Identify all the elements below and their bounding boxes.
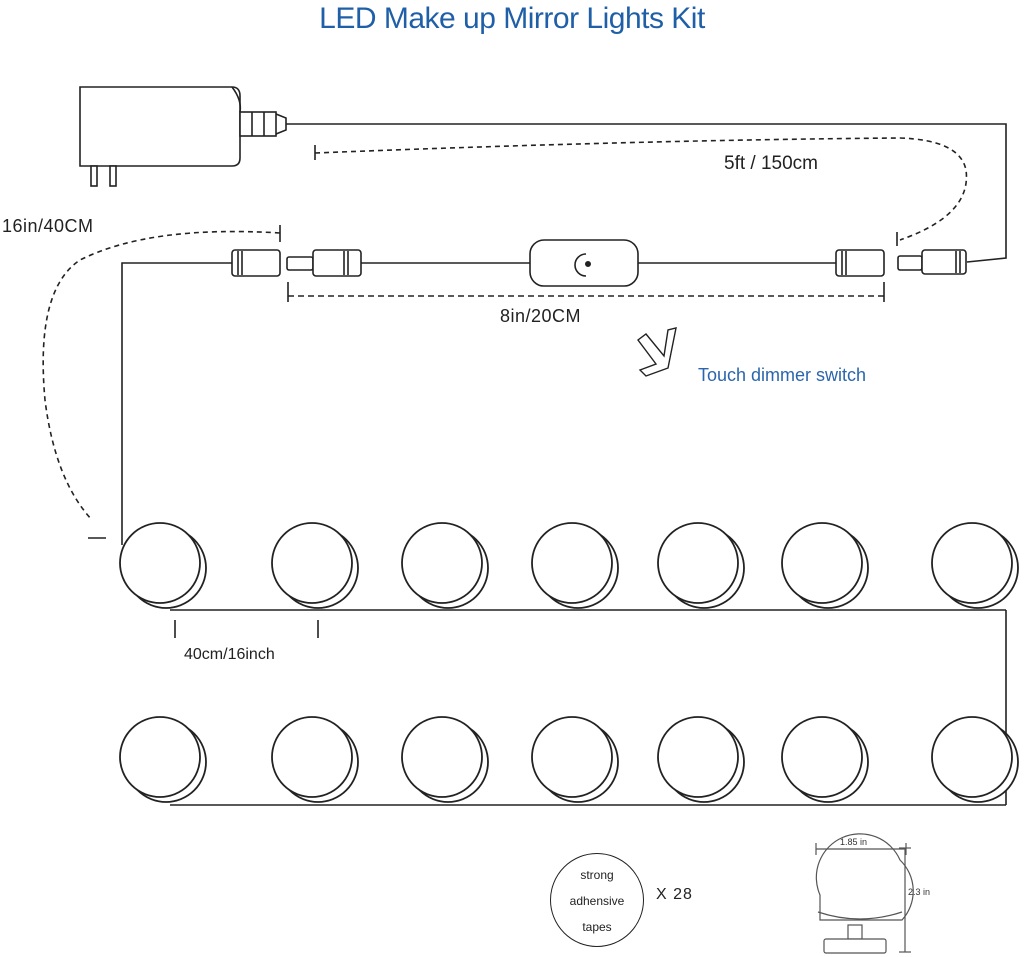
tape-label-line1: strong [580, 868, 614, 882]
connector-right-male [897, 249, 967, 275]
bulb-icon [531, 716, 619, 803]
bulb-array [119, 522, 1019, 803]
bulb-icon [271, 522, 359, 609]
bulb-icon [119, 716, 207, 803]
bulb-dimension-sketch [815, 833, 914, 954]
bulb-icon [119, 522, 207, 609]
connector-left-female [231, 249, 281, 277]
touch-switch-label: Touch dimmer switch [698, 365, 867, 385]
bulb-icon [781, 716, 869, 803]
bulb-icon [401, 522, 489, 609]
main-cable [286, 123, 1007, 263]
bulb-icon [531, 522, 619, 609]
bulb-height-label: 2.3 in [908, 887, 931, 897]
bulb-icon [401, 716, 489, 803]
cable-length-label: 5ft / 150cm [724, 153, 818, 174]
power-adapter [79, 86, 287, 187]
bulb-icon [271, 716, 359, 803]
extension-length-label: 16in/40CM [2, 216, 94, 236]
diagram-title: LED Make up Mirror Lights Kit [319, 2, 705, 35]
bulb-icon [931, 522, 1019, 609]
connector-left-male [286, 249, 362, 277]
bulb-icon [657, 522, 745, 609]
touch-dimmer-switch [529, 239, 639, 287]
adhesive-tape-icon: strong adhensive tapes [550, 853, 644, 947]
bulb-cable [121, 262, 232, 545]
tape-label-line3: tapes [582, 920, 612, 934]
bulb-icon [781, 522, 869, 609]
bulb-icon [931, 716, 1019, 803]
bulb-spacing-label: 40cm/16inch [184, 646, 275, 663]
measure-5ft [314, 137, 968, 241]
bulb-icon [657, 716, 745, 803]
bulb-width-label: 1.85 in [840, 837, 868, 847]
switch-cable-length-label: 8in/20CM [500, 306, 582, 326]
tape-label-line2: adhensive [569, 894, 625, 908]
tape-count-label: X 28 [656, 886, 693, 903]
measure-16in [42, 230, 281, 521]
arrow-icon [637, 327, 677, 377]
connector-right-female [835, 249, 885, 277]
